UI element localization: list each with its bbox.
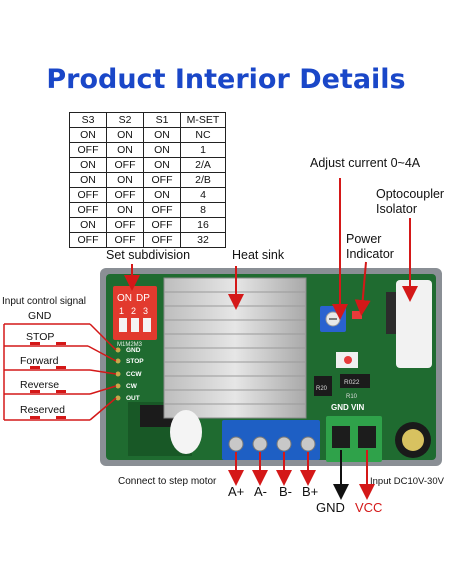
motor-screw-b-plus[interactable] [300,436,316,452]
dip-on-label: ON [117,293,132,304]
table-cell: ON [106,202,144,218]
power-screw-vin[interactable] [358,426,376,448]
signal-pin[interactable] [115,371,121,377]
table-cell: ON [69,127,107,143]
signal-pin[interactable] [115,358,121,364]
optocoupler-isolator [396,280,432,368]
signal-label-reverse: Reverse [20,379,60,391]
table-row: ON OFF OFF 16 [69,217,226,233]
table-row: ON ON ON NC [69,127,226,143]
resistor-r20 [314,376,332,396]
label-input-dc: Input DC10V-30V [370,476,444,487]
label-optocoupler-line1: Optocoupler [376,187,445,201]
mset-silk-label: M1M2M3 [117,342,143,348]
table-cell: ON [69,217,107,233]
dip-number-3: 3 [143,306,148,316]
label-heat-sink: Heat sink [232,248,285,262]
signal-label-stop: STOP [26,331,55,343]
pin-label-ccw: CCW [126,371,142,378]
dip-switch-2[interactable] [131,318,139,332]
power-led [352,311,362,319]
motor-screw-a-minus[interactable] [252,436,268,452]
table-cell: OFF [106,217,144,233]
power-silk-label: GND VIN [331,403,365,412]
signal-pin[interactable] [115,347,121,353]
signal-label-reserved: Reserved [20,404,65,416]
table-header: M-SET [180,112,226,128]
motor-screw-b-minus[interactable] [276,436,292,452]
signal-wiring [3,323,117,421]
dip-number-1: 1 [119,306,124,316]
pin-label-gnd: GND [126,347,141,354]
resistor-label-r10: R10 [346,394,358,400]
table-cell: 32 [180,232,226,248]
table-cell: OFF [143,232,181,248]
dip-switch-3[interactable] [143,318,151,332]
power-screw-gnd[interactable] [332,426,350,448]
motor-screw-a-plus[interactable] [228,436,244,452]
signal-pin[interactable] [115,395,121,401]
label-power-indicator-line1: Power [346,232,382,246]
table-row: OFF OFF OFF 32 [69,232,226,248]
motor-label-b-minus: B- [279,484,292,499]
capacitor-top [402,429,424,451]
power-label-gnd: GND [316,500,345,515]
dip-switch-1[interactable] [119,318,127,332]
motor-terminal[interactable] [222,420,320,460]
pin-label-cw: CW [126,383,138,390]
table-row: ON OFF ON 2/A [69,157,226,173]
table-cell: 8 [180,202,226,218]
resistor-label-r022: R022 [344,379,360,386]
resistor-r022 [340,374,370,388]
signal-label-gnd: GND [28,310,52,322]
table-cell: ON [143,127,181,143]
adhesive-blob [170,410,202,454]
table-row: ON ON OFF 2/B [69,172,226,188]
label-set-subdivision: Set subdivision [106,248,191,262]
table-cell: ON [143,157,181,173]
label-optocoupler-line2: Isolator [376,202,417,216]
table-cell: ON [143,187,181,203]
pin-label-out: OUT [126,395,140,402]
table-cell: 2/B [180,172,226,188]
signal-label-forward: Forward [20,355,59,367]
table-cell: 1 [180,142,226,158]
label-connect-motor: Connect to step motor [118,476,217,487]
table-cell: OFF [143,217,181,233]
dip-number-2: 2 [131,306,136,316]
component-dot [344,356,352,364]
table-row: OFF OFF ON 4 [69,187,226,203]
power-label-vcc: VCC [355,500,383,515]
table-cell: OFF [106,232,144,248]
motor-label-a-minus: A- [254,484,267,499]
switch-contacts [30,342,66,419]
resistor-label-r20: R20 [316,386,328,392]
pin-label-stop: STOP [126,358,144,365]
isolator-connector [386,292,396,334]
subdivision-table: S3 S2 S1 M-SET ON ON ON NC OFF ON ON 1 O… [69,112,226,248]
table-cell: OFF [69,232,107,248]
table-header-row: S3 S2 S1 M-SET [69,112,226,128]
signal-pin[interactable] [115,383,121,389]
dip-dp-label: DP [136,293,150,304]
page-title: Product Interior Details [46,64,406,95]
label-adjust-current: Adjust current 0~4A [310,156,421,170]
label-power-indicator-line2: Indicator [346,247,394,261]
label-input-control: Input control signal [2,296,86,307]
arrow-power-indicator [354,261,371,316]
motor-label-a-plus: A+ [228,484,245,499]
motor-label-b-plus: B+ [302,484,319,499]
